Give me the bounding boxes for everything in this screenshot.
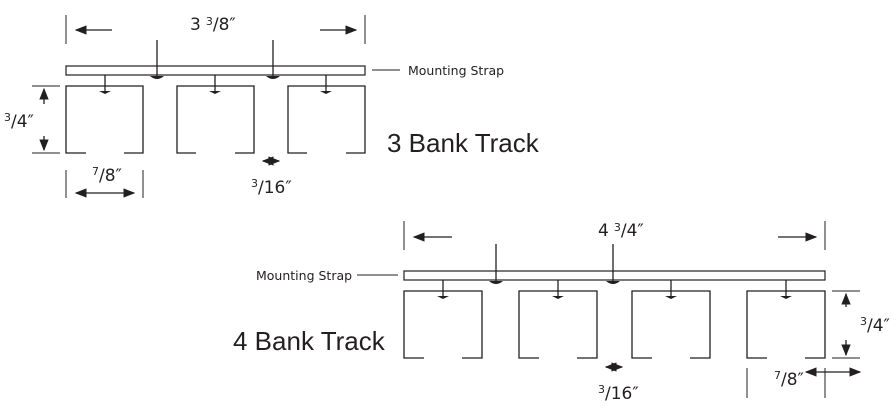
track-carriers-3bank (65, 75, 366, 154)
mounting-strap-label-3bank: Mounting Strap (408, 63, 504, 78)
fraction-slash: / (213, 15, 219, 35)
track-carrier (631, 290, 711, 359)
strap-screws-3bank (150, 40, 280, 79)
carrier-width-label-4bank: 7/8″ (774, 369, 804, 390)
track-carriers-4bank (403, 280, 826, 359)
carrier-width-dimension-4bank: 7/8″ (746, 367, 862, 398)
carrier-width-dimension-3bank: 7/8″ (65, 165, 144, 198)
gap-dimension-4bank: 3/16″ (598, 362, 639, 404)
track-carrier (746, 290, 826, 359)
three-bank-track-title: 3 Bank Track (387, 128, 540, 158)
four-bank-track-title: 4 Bank Track (233, 326, 386, 356)
track-carrier (518, 290, 598, 359)
gap-label-4bank: 3/16″ (598, 383, 639, 404)
height-dimension-4bank: 3/4″ (832, 290, 890, 359)
track-carrier (403, 290, 483, 359)
track-carrier (176, 85, 255, 154)
track-carrier (65, 85, 144, 154)
mounting-strap-label-4bank: Mounting Strap (256, 268, 352, 283)
carrier-width-label-3bank: 7/8″ (92, 165, 122, 186)
height-dimension-3bank: 3/4″ (4, 85, 60, 154)
height-label-4bank: 3/4″ (860, 315, 890, 336)
gap-dimension-3bank: 3/16″ (251, 156, 292, 198)
height-label-3bank: 3/4″ (4, 111, 34, 132)
mounting-strap-4bank (403, 270, 826, 281)
mounting-strap-3bank (65, 65, 366, 76)
strap-screws-4bank (489, 244, 620, 284)
gap-label-3bank: 3/16″ (251, 177, 292, 198)
track-carrier (287, 85, 366, 154)
